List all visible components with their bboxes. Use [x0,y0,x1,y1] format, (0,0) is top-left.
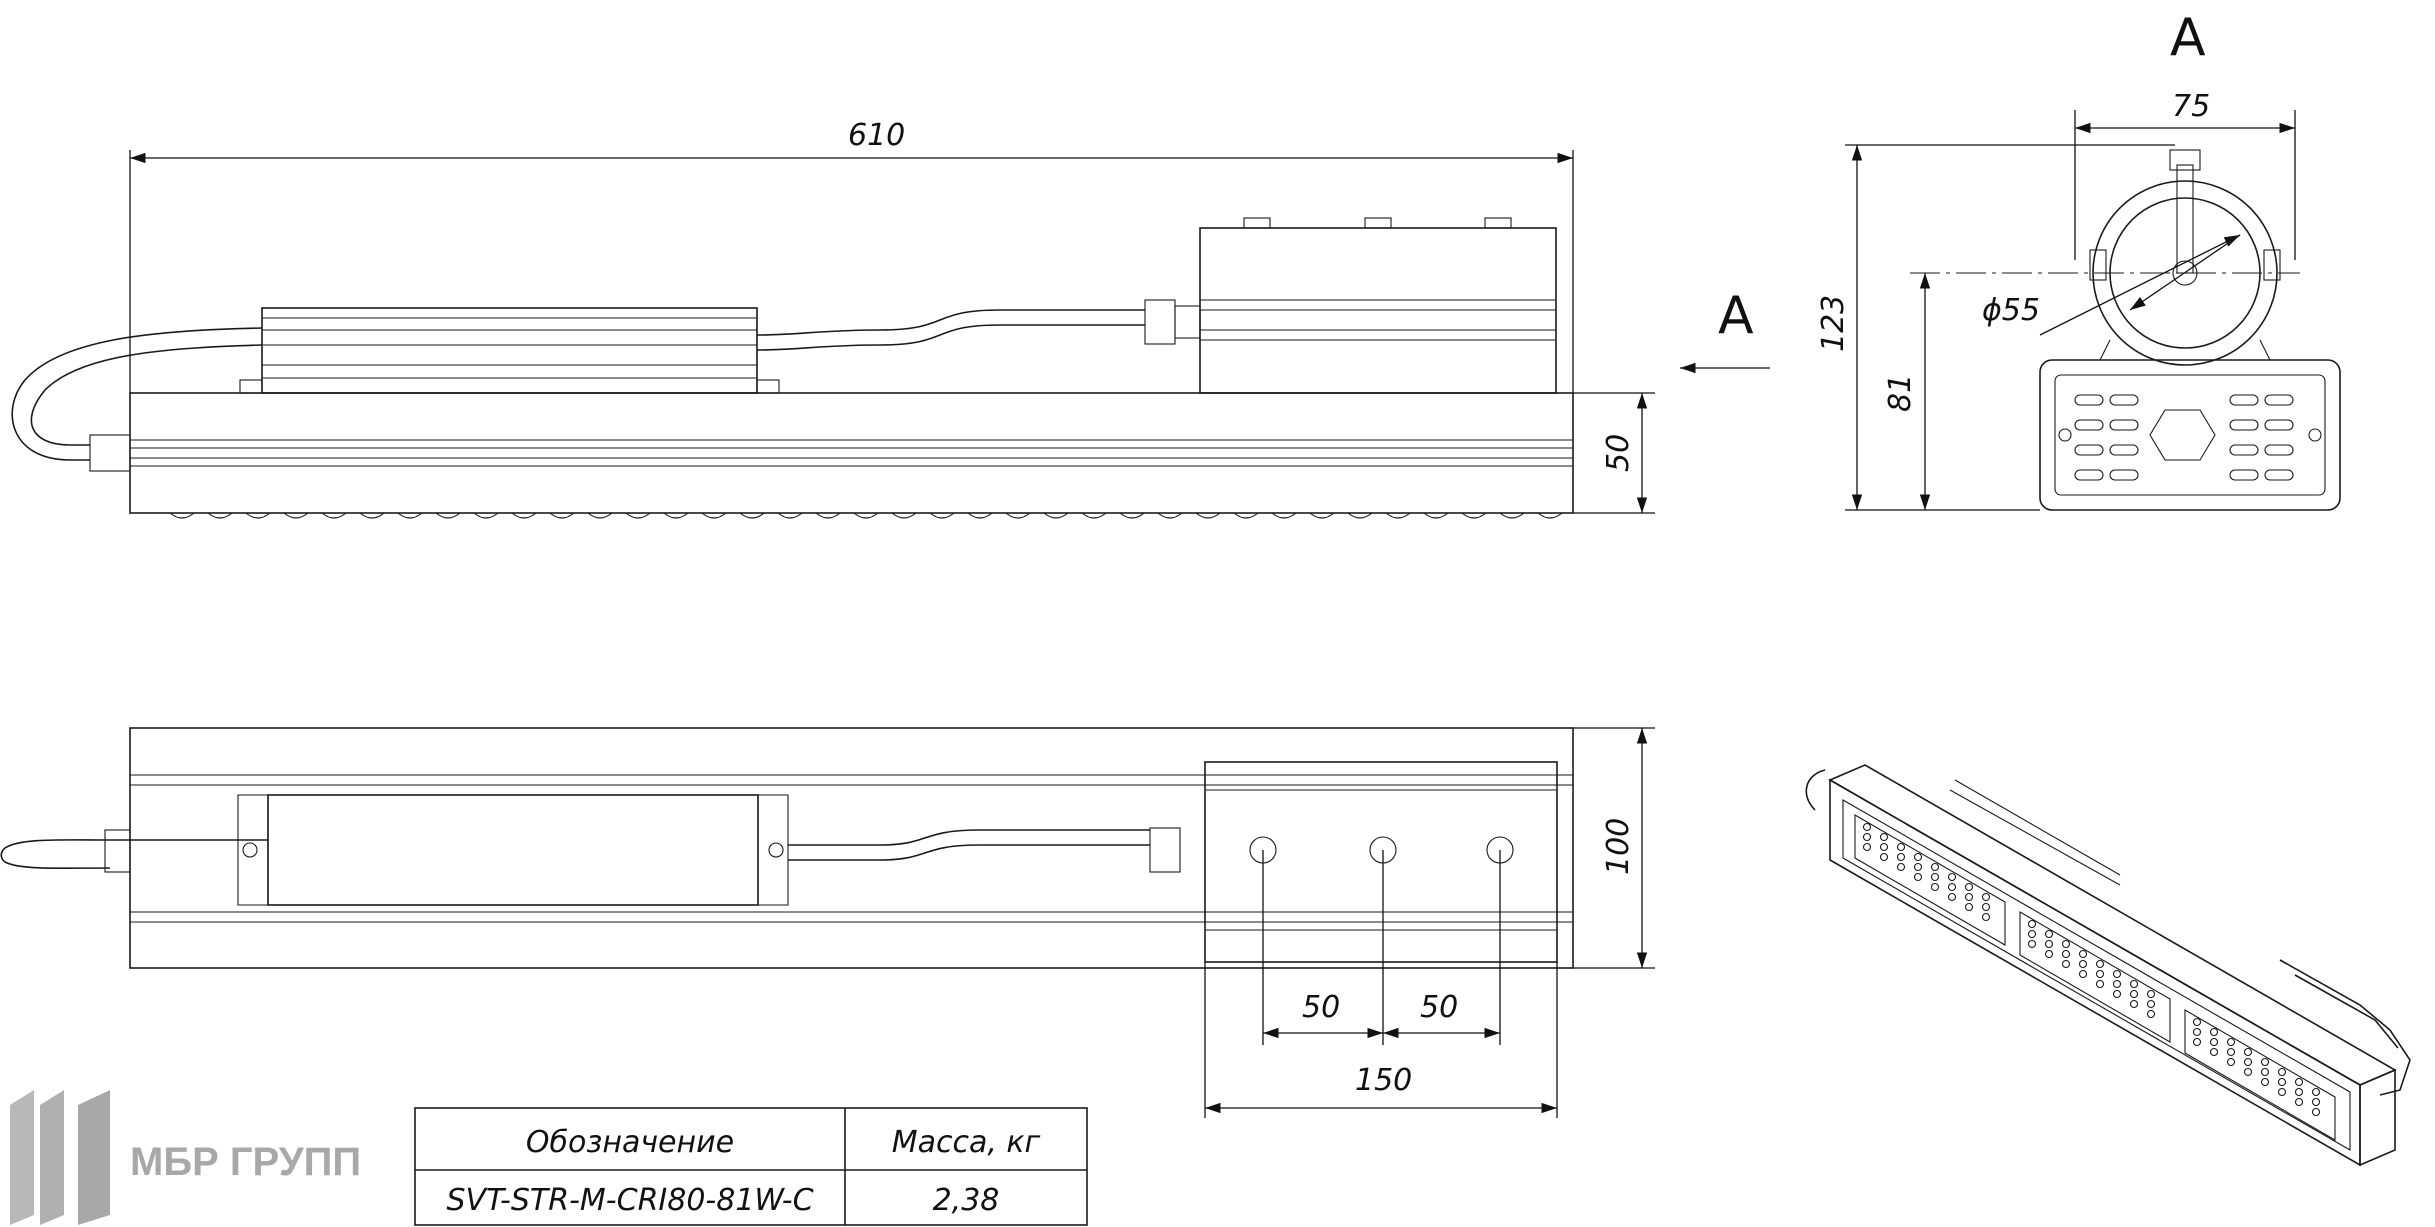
side-view: 610 50 A [11,118,1770,519]
led-modules [1854,814,2336,1141]
view-label: A [2170,8,2206,68]
dim-view-width: 75 [2172,89,2210,124]
logo-text: МБР ГРУПП [130,1140,361,1184]
dim-spacing-2: 50 [1420,990,1458,1025]
led-lens-row [169,512,1563,519]
dim-width-top: 100 [1601,818,1636,875]
table-header-designation: Обозначение [526,1125,734,1160]
table-header-mass: Масса, кг [892,1125,1041,1160]
view-a-hex-nut [2149,409,2216,461]
dim-spacing-1: 50 [1302,990,1340,1025]
section-arrow-label: A [1718,286,1754,346]
view-a-clamp-outer [2092,180,2278,366]
isometric-view [1805,764,2411,1167]
logo-mark [10,1090,34,1225]
side-bar-body [129,392,1574,514]
table-cell-mass: 2,38 [933,1183,1000,1218]
view-a-housing [2039,359,2341,511]
dim-total-height: 123 [1816,295,1851,352]
dim-driver-length: 150 [1355,1063,1412,1098]
top-bar-body [129,727,1574,969]
top-mount-box [1204,761,1558,963]
side-cable-right [756,309,1145,336]
table-cell-designation: SVT-STR-M-CRI80-81W-C [446,1183,813,1218]
view-a: A 75 123 81 ϕ55 [1816,8,2341,511]
dim-axis-height: 81 [1883,374,1918,412]
dim-pipe-diameter: ϕ55 [1982,293,2040,328]
vent-slots [2074,394,2294,481]
side-cable-left [11,327,263,461]
spec-table: Обозначение Масса, кг SVT-STR-M-CRI80-81… [414,1107,1088,1226]
dim-height-side: 50 [1601,434,1636,472]
side-driver-box [261,307,758,394]
top-driver-box [267,794,759,906]
company-logo: МБР ГРУПП [10,1090,361,1225]
top-view: 100 50 50 150 [0,727,1655,1118]
dim-length: 610 [848,118,905,153]
